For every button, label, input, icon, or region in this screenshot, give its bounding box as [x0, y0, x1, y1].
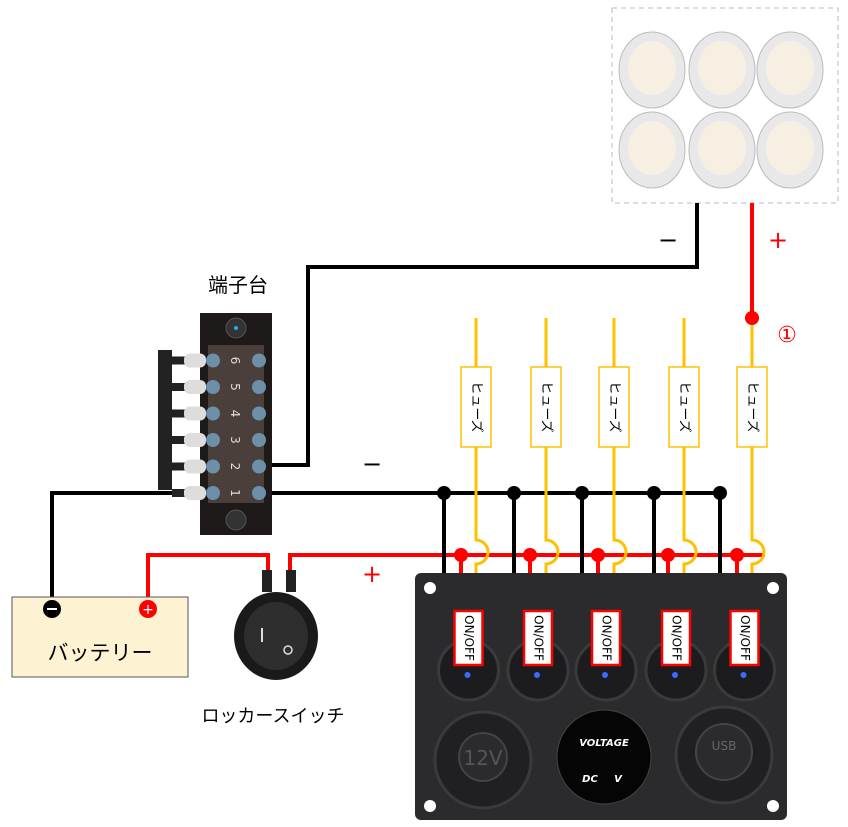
fork-terminal [184, 433, 206, 447]
battery: + バッテリー [11, 596, 189, 678]
svg-text:USB: USB [712, 739, 737, 753]
svg-text:ヒューズ: ヒューズ [607, 381, 623, 432]
light-plus-label: + [768, 226, 788, 254]
fork-terminal [184, 380, 206, 394]
led-light [756, 31, 824, 109]
battery-negative-wire [50, 491, 212, 609]
switch-label: ON/OFF [462, 615, 476, 661]
junction-dot [507, 486, 521, 500]
fuse: ヒューズ [530, 366, 562, 448]
switch-label: ON/OFF [738, 615, 752, 661]
junction-dot [591, 548, 605, 562]
light-minus-label: − [658, 226, 678, 254]
svg-text:ヒューズ: ヒューズ [677, 381, 693, 432]
svg-text:12V: 12V [463, 746, 502, 770]
screw [252, 353, 266, 368]
terminal-number: 5 [228, 383, 242, 391]
terminal-block-label: 端子台 [208, 273, 268, 297]
screw [252, 433, 266, 447]
svg-text:+: + [142, 602, 154, 618]
junction-dot [454, 548, 468, 562]
fork-terminal [184, 406, 206, 421]
fuse-wire [612, 318, 628, 612]
on-off-switch[interactable]: ON/OFF [437, 609, 500, 702]
junction-dot [730, 548, 744, 562]
screw [206, 459, 220, 474]
on-off-switch[interactable]: ON/OFF [713, 609, 776, 702]
junction-dot [647, 486, 661, 500]
fork-terminal [184, 459, 206, 474]
fuse: ヒューズ [736, 366, 768, 448]
bus-minus-label: − [362, 450, 382, 478]
led-lights [611, 7, 839, 204]
screw [252, 406, 266, 421]
junction-dot [713, 486, 727, 500]
svg-text:ヒューズ: ヒューズ [469, 381, 485, 432]
battery-positive-terminal [139, 600, 157, 618]
screw [206, 406, 220, 421]
junction-dot-1 [745, 311, 759, 325]
junction-dot [523, 548, 537, 562]
on-off-switch[interactable]: ON/OFF [644, 609, 708, 702]
fuse: ヒューズ [668, 366, 700, 448]
bus-plus-label: + [362, 560, 382, 588]
led-light [688, 31, 756, 109]
svg-text:ヒューズ: ヒューズ [745, 381, 761, 432]
screw [206, 433, 220, 447]
terminal-number: 3 [228, 436, 242, 444]
junction-dot [661, 548, 675, 562]
fuse-wire [682, 318, 698, 612]
svg-text:ヒューズ: ヒューズ [539, 381, 555, 432]
point-1-label: ① [777, 323, 797, 348]
rocker-switch-label: ロッカースイッチ [201, 706, 344, 727]
fork-terminal [184, 486, 206, 500]
battery-positive-wire [146, 553, 270, 609]
terminal-number: 2 [228, 463, 242, 471]
svg-text:VOLTAGE: VOLTAGE [579, 738, 629, 749]
svg-text:DC: DC [582, 774, 598, 785]
fork-terminal [184, 353, 206, 368]
switch-label: ON/OFF [532, 615, 546, 661]
terminal-block: 1 2 3 4 5 6 [158, 313, 272, 535]
on-off-switch[interactable]: ON/OFF [574, 609, 638, 702]
fuse: ヒューズ [460, 366, 492, 448]
fuse-wire [474, 318, 490, 612]
led-light [618, 31, 686, 109]
usb-socket[interactable]: USB [674, 705, 774, 805]
on-off-switch[interactable]: ON/OFF [506, 609, 570, 702]
fuse: ヒューズ [598, 366, 630, 448]
rocker-switch[interactable] [234, 570, 318, 680]
switch-label: ON/OFF [600, 615, 614, 661]
screw [252, 459, 266, 474]
led-light [618, 111, 686, 189]
fuse-wire [544, 318, 560, 612]
socket-12v[interactable]: 12V [433, 710, 533, 810]
terminal-number: 1 [228, 489, 242, 497]
screw [206, 486, 220, 500]
screw [206, 380, 220, 394]
switch-panel: 12V VOLTAGE DC V USB ON/OFF ON/OFF ON/OFF O… [415, 573, 787, 820]
light-negative-wire [272, 203, 699, 467]
switch-label: ON/OFF [670, 615, 684, 661]
junction-dot [575, 486, 589, 500]
screw [252, 486, 266, 500]
junction-dot [437, 486, 451, 500]
voltmeter: VOLTAGE DC V [556, 709, 652, 805]
led-light [756, 111, 824, 189]
svg-text:V: V [614, 774, 623, 785]
fuse-wire [750, 318, 766, 612]
terminal-number: 4 [228, 410, 242, 418]
battery-label: バッテリー [48, 641, 153, 665]
terminal-number: 6 [228, 357, 242, 365]
screw [252, 380, 266, 394]
screw [206, 353, 220, 368]
led-light [688, 111, 756, 189]
